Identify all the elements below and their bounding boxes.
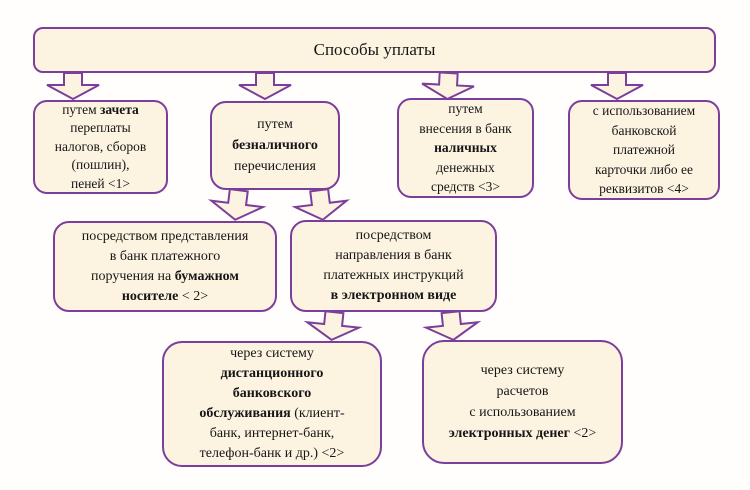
arrow-to-remote-banking-icon <box>304 308 363 344</box>
arrow-to-offset-credit-icon <box>45 72 101 100</box>
arrow-to-cash-deposit-icon <box>419 71 476 102</box>
arrow-to-paper-payment-order-icon <box>207 186 266 225</box>
arrow-to-bank-card-icon <box>589 72 645 100</box>
arrow-to-electronic-instructions-icon <box>291 186 350 225</box>
payment-methods-title-label: Способы уплаты <box>313 40 436 59</box>
arrow-to-electronic-money-icon <box>423 308 482 344</box>
arrow-to-cashless-transfer-icon <box>237 72 293 100</box>
node-payment-methods-title: Способы уплаты <box>33 27 716 73</box>
